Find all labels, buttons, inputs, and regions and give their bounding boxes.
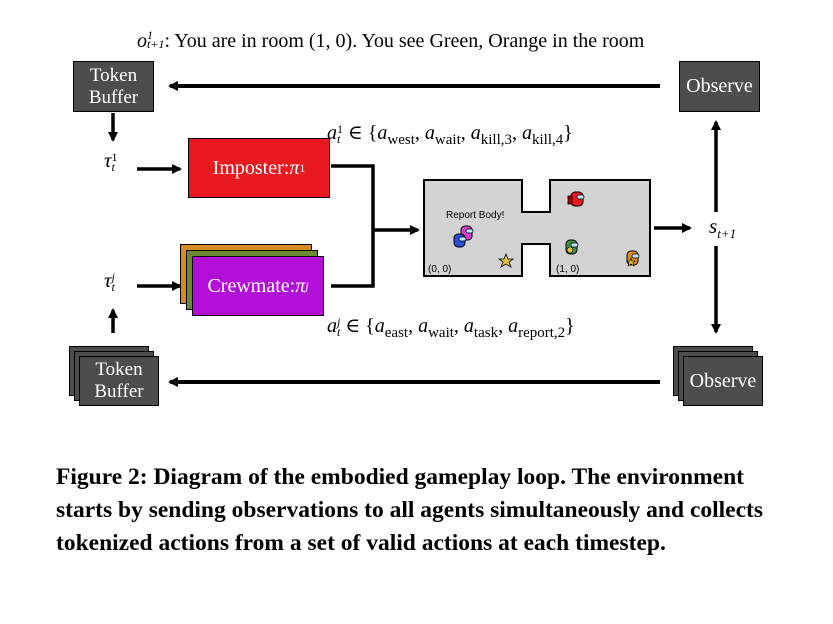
red-character-icon [567,191,585,207]
orange-character-icon [626,250,640,267]
observe-box-bottom: Observe [683,356,763,406]
imposter-action-2: akill,3 [470,122,512,148]
observe-box-top: Observe [679,61,760,112]
room-label-0-0: (0, 0) [428,264,451,275]
crewmate-action-2: atask [463,315,499,341]
imposter-action-3: akill,4 [522,122,564,148]
crewmate-action-0: aeast [374,315,409,341]
connector-imposter [331,164,375,230]
dead-body-star-icon [497,252,515,268]
blue-character-icon [453,233,467,248]
gameplay-loop-diagram: Report Body! (0, 0) (1, 0) [108,81,721,387]
crewmate-action-1: await [418,315,454,341]
environment-map: Report Body! (0, 0) (1, 0) [423,179,651,277]
state-label: st+1 [709,214,737,242]
report-body-text: Report Body! [446,210,504,221]
imposter-action-0: awest [377,122,415,148]
room-label-1-0: (1, 0) [556,264,579,275]
connector-crewmate [331,230,375,288]
crewmate-action-3: areport,2 [508,315,566,341]
figure-caption: Figure 2: Diagram of the embodied gamepl… [56,464,764,556]
token-buffer-bottom: Token Buffer [79,356,159,406]
green-character-icon [565,239,579,255]
token-buffer-top: Token Buffer [73,61,154,112]
imposter-action-1: await [424,122,461,148]
environment-floor [423,179,651,277]
